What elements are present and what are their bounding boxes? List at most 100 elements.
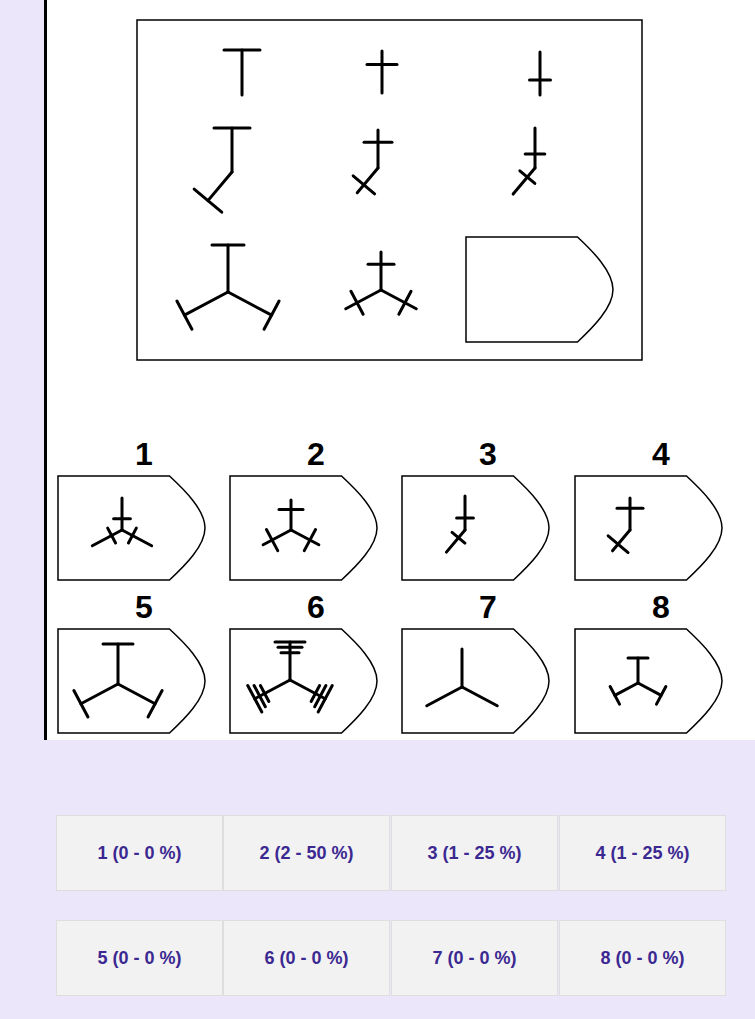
puzzle-figure [506, 128, 545, 200]
figure-stroke [278, 646, 302, 649]
figure-stroke [610, 686, 619, 704]
figure-stroke [462, 687, 497, 706]
figure-stroke [530, 78, 551, 81]
answer-button: 2 (2 - 50 %) [223, 815, 390, 891]
option-outline-path [575, 629, 722, 733]
option-outline [401, 475, 551, 581]
figure-branch [224, 50, 260, 95]
figure-stroke [457, 517, 474, 520]
figure-branch [633, 674, 666, 704]
figure-stroke [177, 301, 192, 329]
figure-branch [457, 496, 474, 530]
figure-stroke [128, 528, 136, 543]
option-number: 4 [586, 437, 736, 471]
matrix-border [137, 20, 642, 360]
figure-stroke [380, 252, 383, 290]
figure-branch [177, 278, 236, 329]
figure-stroke [281, 651, 299, 654]
figure-stroke [617, 507, 643, 510]
figure-stroke [290, 500, 293, 530]
figure-branch [118, 523, 156, 554]
figure-stroke [121, 498, 124, 530]
figure-stroke [461, 649, 464, 687]
option-number: 6 [241, 590, 391, 624]
figure-branch [525, 128, 545, 168]
figure-stroke [534, 128, 537, 168]
option-outline [574, 628, 724, 734]
option-frame: 5 [57, 628, 207, 734]
figure-branch [440, 525, 471, 558]
puzzle-figure [88, 498, 155, 553]
figure-branch [462, 687, 497, 706]
figure-stroke [608, 536, 628, 553]
puzzle-figure [340, 252, 423, 320]
figure-stroke [224, 49, 260, 52]
figure-branch [375, 279, 422, 321]
figure-stroke [637, 658, 640, 683]
figure-branch [279, 500, 303, 530]
figure-branch [368, 252, 394, 290]
puzzle-figure [258, 500, 325, 555]
figure-branch [340, 279, 387, 321]
figure-branch [248, 667, 297, 712]
figure-branch [364, 130, 392, 168]
figure-branch [194, 160, 246, 212]
figure-branch [427, 687, 462, 706]
figure-stroke [275, 641, 305, 644]
figure-branch [103, 644, 133, 684]
figure-stroke [184, 292, 228, 315]
puzzle-figure [248, 642, 333, 712]
figure-stroke [427, 687, 462, 706]
figure-stroke [74, 690, 88, 716]
figure-stroke [628, 657, 648, 660]
figure-branch [617, 498, 643, 530]
figure-branch [88, 523, 126, 554]
figure-stroke [92, 530, 122, 546]
option-outline-path [58, 629, 205, 733]
answer-button: 1 (0 - 0 %) [56, 815, 223, 891]
figures [74, 50, 666, 717]
puzzle-figure [224, 50, 260, 95]
option-outline-path [402, 476, 549, 580]
figure-branch [283, 667, 332, 712]
puzzle-figure [347, 130, 392, 202]
option-number: 1 [69, 437, 219, 471]
figure-stroke [464, 496, 467, 530]
option-frame: 8 [574, 628, 724, 734]
figure-stroke [260, 686, 268, 702]
figure-stroke [452, 532, 465, 543]
figure-branch [530, 52, 551, 95]
figure-stroke [264, 301, 279, 329]
option-frame: 4 [574, 475, 724, 581]
vote-count: 1 (0 - 0 %) [97, 843, 181, 864]
figure-stroke [364, 141, 392, 144]
figure-stroke [214, 127, 250, 130]
figure-branch [212, 245, 244, 292]
puzzle-figure [610, 658, 666, 704]
figure-stroke [638, 683, 661, 695]
option-outline-path [58, 476, 205, 580]
figure-stroke [118, 684, 155, 704]
figure-stroke [304, 529, 315, 550]
figure-stroke [122, 530, 152, 546]
option-outline [574, 475, 724, 581]
figure-stroke [81, 684, 118, 704]
figure-branch [462, 649, 463, 687]
option-number: 3 [413, 437, 563, 471]
figure-stroke [525, 153, 545, 156]
figure-stroke [117, 644, 120, 684]
figure-stroke [212, 244, 244, 247]
figure-stroke [114, 517, 131, 520]
figure-branch [220, 278, 279, 329]
answer-slot [466, 237, 613, 342]
puzzle-figure [367, 51, 397, 93]
figure-stroke [513, 168, 535, 194]
figure-stroke [227, 245, 230, 292]
figure-branch [114, 498, 131, 530]
figure-stroke [399, 291, 411, 314]
option-frame: 7 [401, 628, 551, 734]
figure-branch [628, 658, 648, 683]
figure-stroke [351, 291, 363, 314]
option-number: 5 [69, 590, 219, 624]
option-outline [401, 628, 551, 734]
